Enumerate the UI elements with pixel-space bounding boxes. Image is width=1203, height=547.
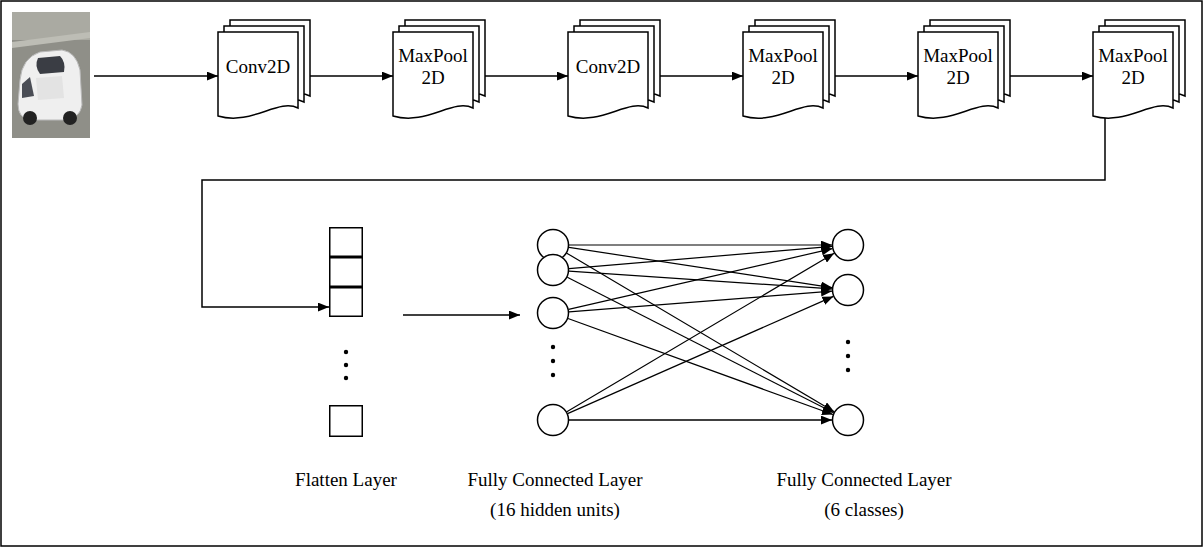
neuron-link: [567, 277, 833, 413]
layer-label-holder: MaxPool 2D: [743, 32, 823, 102]
ellipsis-dot: [344, 363, 348, 367]
layer-label-holder: MaxPool 2D: [918, 32, 998, 102]
ellipsis-dot: [551, 359, 555, 363]
layer-label: MaxPool 2D: [746, 45, 820, 89]
layer-caption-holder: Flatten Layer: [295, 465, 397, 495]
ellipsis-dot: [344, 376, 348, 380]
layer-caption-holder: Fully Connected Layer (16 hidden units): [460, 465, 650, 525]
feature-map-sheet: [393, 32, 473, 118]
neuron-link: [567, 253, 834, 412]
ellipsis-dot: [846, 354, 850, 358]
neuron-link: [569, 247, 832, 287]
input-arrow: [94, 75, 218, 77]
car-window: [22, 77, 34, 98]
connector-arrow: [1010, 75, 1093, 77]
flatten-vector: Flatten Layer: [329, 227, 363, 437]
feature-map-sheet: [568, 32, 648, 118]
node-shape: [832, 229, 866, 438]
neuron-circle: [538, 298, 569, 329]
connector-arrow: [660, 75, 743, 77]
layer-caption: Flatten Layer: [295, 465, 397, 495]
layer-label: MaxPool 2D: [1096, 45, 1170, 89]
connector-arrow: [202, 110, 1105, 307]
layer-stack: Conv2D: [218, 20, 310, 120]
neuron-link: [569, 291, 832, 312]
ellipsis-dot: [846, 340, 850, 344]
layer-stack: MaxPool 2D: [1093, 20, 1185, 120]
node-shape: [537, 229, 571, 438]
layer-caption-holder: Fully Connected Layer (6 classes): [769, 465, 959, 525]
layer-caption: Fully Connected Layer (6 classes): [769, 465, 959, 525]
neuron-circle: [833, 275, 864, 306]
vector-cell: [330, 228, 363, 257]
neuron-circle: [833, 230, 864, 261]
layer-label: Conv2D: [576, 56, 640, 78]
layer-label: MaxPool 2D: [396, 45, 470, 89]
neuron-circle: [833, 405, 864, 436]
layer-stack: MaxPool 2D: [918, 20, 1010, 120]
feature-map-sheet: [218, 32, 298, 118]
car-windshield: [36, 56, 64, 74]
neuron-column: Fully Connected Layer (16 hidden units): [537, 229, 569, 436]
ellipsis-dot: [551, 345, 555, 349]
neuron-column: Fully Connected Layer (6 classes): [832, 229, 864, 436]
car-roof: [36, 76, 64, 100]
node-shape: [329, 227, 365, 439]
feature-map-sheet: [1093, 32, 1173, 118]
layer-label-holder: Conv2D: [568, 32, 648, 102]
neuron-link: [569, 244, 832, 245]
connector-arrow: [485, 75, 568, 77]
layer-caption: Fully Connected Layer (16 hidden units): [460, 465, 650, 525]
ellipsis-dot: [344, 350, 348, 354]
neuron-link: [568, 296, 834, 413]
connector-arrow: [310, 75, 393, 77]
ellipsis-dot: [846, 368, 850, 372]
layer-stack: MaxPool 2D: [743, 20, 835, 120]
layer-label-holder: Conv2D: [218, 32, 298, 102]
neuron-connections: [567, 245, 834, 415]
connector-arrow: [403, 314, 520, 316]
car-photo: [12, 12, 90, 138]
car-wheel: [63, 111, 77, 125]
layer-label-holder: MaxPool 2D: [1093, 32, 1173, 102]
vector-cell: [330, 258, 363, 287]
layer-label: Conv2D: [226, 56, 290, 78]
layer-label-holder: MaxPool 2D: [393, 32, 473, 102]
feature-map-sheet: [918, 32, 998, 118]
photo-ground: [12, 12, 90, 138]
connector-arrow: [835, 75, 918, 77]
neuron-circle: [538, 255, 569, 286]
neuron-circle: [538, 405, 569, 436]
layer-label: MaxPool 2D: [921, 45, 995, 89]
car-wheel: [23, 111, 37, 125]
vector-cell: [330, 406, 363, 437]
neuron-link: [569, 249, 833, 310]
layer-stack: Conv2D: [568, 20, 660, 120]
layer-stack: MaxPool 2D: [393, 20, 485, 120]
car-body: [18, 50, 82, 120]
neuron-link: [569, 271, 832, 289]
feature-map-sheet: [743, 32, 823, 118]
vector-cell: [330, 288, 363, 317]
photo-curb: [12, 32, 90, 48]
connector-arrow: [569, 419, 832, 421]
ellipsis-dot: [551, 373, 555, 377]
